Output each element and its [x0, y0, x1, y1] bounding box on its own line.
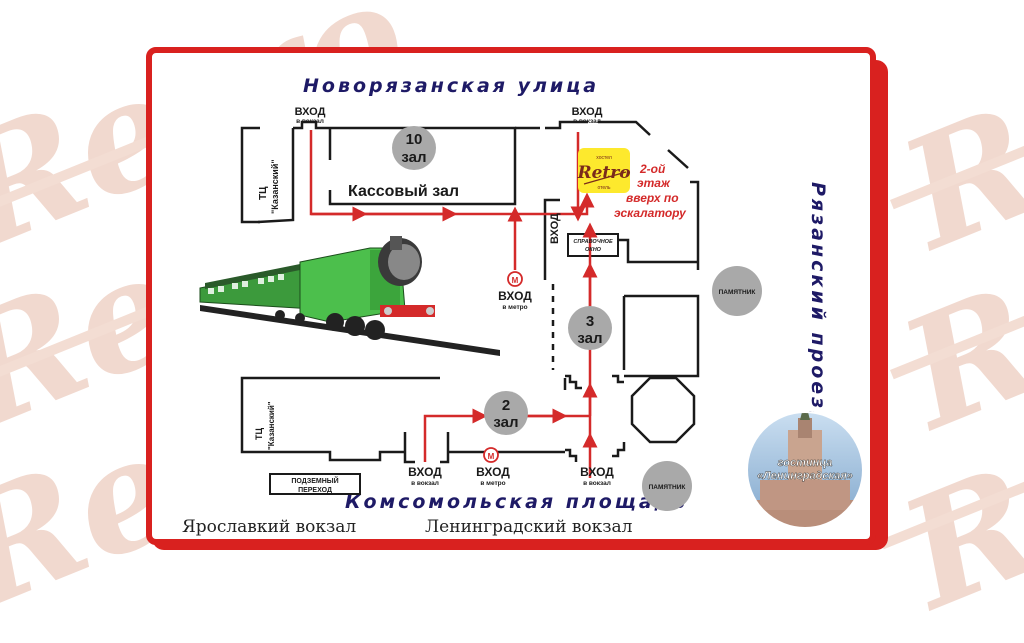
retro-hotel-logo[interactable]: хостел Retro отель — [576, 148, 631, 193]
train-illustration — [199, 236, 500, 356]
metro-icon — [483, 447, 499, 463]
floor-note: 2-ой этаж вверх по эскалатору — [614, 162, 687, 220]
mall-bottom-label: ТЦ "Казанский" — [254, 401, 276, 450]
svg-text:в вокзал: в вокзал — [411, 480, 439, 487]
svg-text:эскалатору: эскалатору — [614, 206, 687, 220]
svg-text:ПОДЗЕМНЫЙ: ПОДЗЕМНЫЙ — [291, 476, 338, 485]
ticket-hall-label: Кассовый зал — [348, 183, 459, 200]
hall-number: 2 — [502, 397, 510, 414]
street-right: Рязанский проезд — [807, 182, 829, 430]
svg-text:М: М — [488, 452, 495, 461]
svg-text:ПАМЯТНИК: ПАМЯТНИК — [649, 484, 686, 491]
svg-text:ОКНО: ОКНО — [585, 247, 602, 253]
svg-text:ТЦ: ТЦ — [254, 428, 264, 440]
street-bottom: Комсомольская площадь — [345, 491, 688, 513]
hall-label: зал — [577, 330, 602, 347]
monument-bottom[interactable]: ПАМЯТНИК — [642, 461, 692, 511]
hall-number: 3 — [586, 313, 594, 330]
entrance-top-right[interactable]: ВХОД в вокзал — [572, 106, 603, 125]
svg-text:ПЕРЕХОД: ПЕРЕХОД — [298, 487, 332, 494]
svg-text:ТЦ: ТЦ — [258, 186, 269, 200]
hall-10[interactable]: 10 зал — [392, 126, 436, 170]
svg-text:ВХОД: ВХОД — [408, 465, 442, 479]
info-window-label: СПРАВОЧНОЕ ОКНО — [573, 239, 613, 253]
svg-text:в вокзал: в вокзал — [296, 118, 324, 125]
entrance-top-left[interactable]: ВХОД в вокзал — [295, 106, 326, 125]
svg-text:ВХОД: ВХОД — [476, 465, 510, 479]
svg-text:хостел: хостел — [596, 155, 612, 161]
svg-text:в вокзал: в вокзал — [573, 118, 601, 125]
svg-text:этаж: этаж — [637, 176, 671, 190]
entrance-metro-center[interactable]: М ВХОД в метро — [498, 271, 532, 311]
entrance-side[interactable]: ВХОД — [549, 213, 561, 244]
station-left: Ярославкий вокзал — [182, 517, 356, 537]
svg-text:М: М — [512, 276, 519, 285]
svg-text:в вокзал: в вокзал — [583, 480, 611, 487]
svg-text:ВХОД: ВХОД — [498, 289, 532, 303]
svg-text:Retro: Retro — [576, 163, 630, 183]
building-walls — [240, 120, 700, 495]
svg-text:ВХОД: ВХОД — [549, 213, 561, 244]
metro-icon — [507, 271, 523, 287]
svg-text:ПАМЯТНИК: ПАМЯТНИК — [719, 289, 756, 296]
svg-text:"Казанский": "Казанский" — [267, 401, 276, 450]
svg-text:вверх по: вверх по — [626, 191, 679, 205]
svg-text:ВХОД: ВХОД — [580, 465, 614, 479]
entrance-bottom-left[interactable]: ВХОД в вокзал — [408, 465, 442, 487]
station-map: Новорязанская улица Комсомольская площад… — [182, 75, 870, 537]
svg-text:СПРАВОЧНОЕ: СПРАВОЧНОЕ — [573, 239, 613, 245]
entrance-bottom-metro[interactable]: М ВХОД в метро — [476, 447, 510, 487]
hall-2[interactable]: 2 зал — [484, 391, 528, 435]
hotel-leningradskaya[interactable]: гостинца «Ленинградская» — [740, 400, 870, 535]
mall-top-label: ТЦ "Казанский" — [258, 159, 280, 214]
svg-text:«Ленинградская»: «Ленинградская» — [757, 470, 853, 482]
station-right: Ленинградский вокзал — [425, 517, 633, 537]
svg-text:в метро: в метро — [502, 304, 527, 311]
hall-3[interactable]: 3 зал — [568, 306, 612, 350]
hall-label: зал — [401, 149, 426, 166]
hall-label: зал — [493, 414, 518, 431]
svg-text:2-ой: 2-ой — [639, 162, 666, 176]
entrance-bottom-right[interactable]: ВХОД в вокзал — [580, 465, 614, 487]
svg-text:ВХОД: ВХОД — [572, 106, 603, 118]
monument-top[interactable]: ПАМЯТНИК — [712, 266, 762, 316]
svg-text:ВХОД: ВХОД — [295, 106, 326, 118]
svg-text:в метро: в метро — [480, 480, 505, 487]
svg-text:"Казанский": "Казанский" — [270, 159, 280, 214]
street-top: Новорязанская улица — [303, 75, 599, 97]
svg-text:гостинца: гостинца — [778, 457, 833, 469]
hall-number: 10 — [406, 131, 423, 148]
svg-text:отель: отель — [597, 185, 610, 191]
underpass-label: ПОДЗЕМНЫЙ ПЕРЕХОД — [291, 476, 338, 494]
